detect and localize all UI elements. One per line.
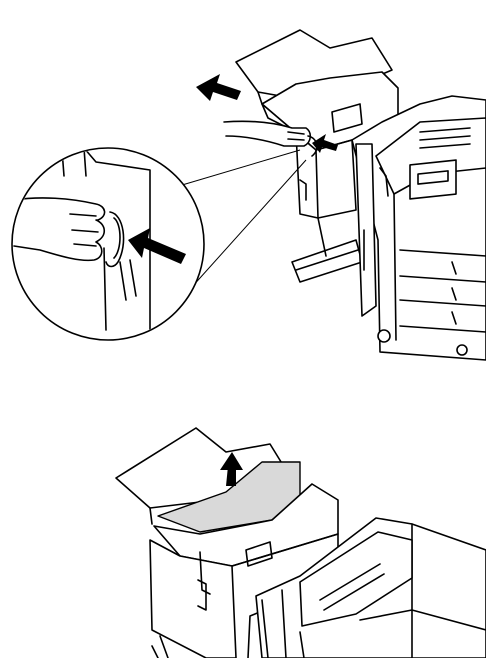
- figure-open-finisher: [0, 0, 486, 370]
- slide-arrow-icon: [196, 74, 241, 101]
- open-finisher-illustration: [0, 0, 486, 370]
- figure-remove-paper: [0, 400, 486, 658]
- magnifier-callout: [12, 148, 204, 340]
- remove-paper-illustration: [0, 400, 486, 658]
